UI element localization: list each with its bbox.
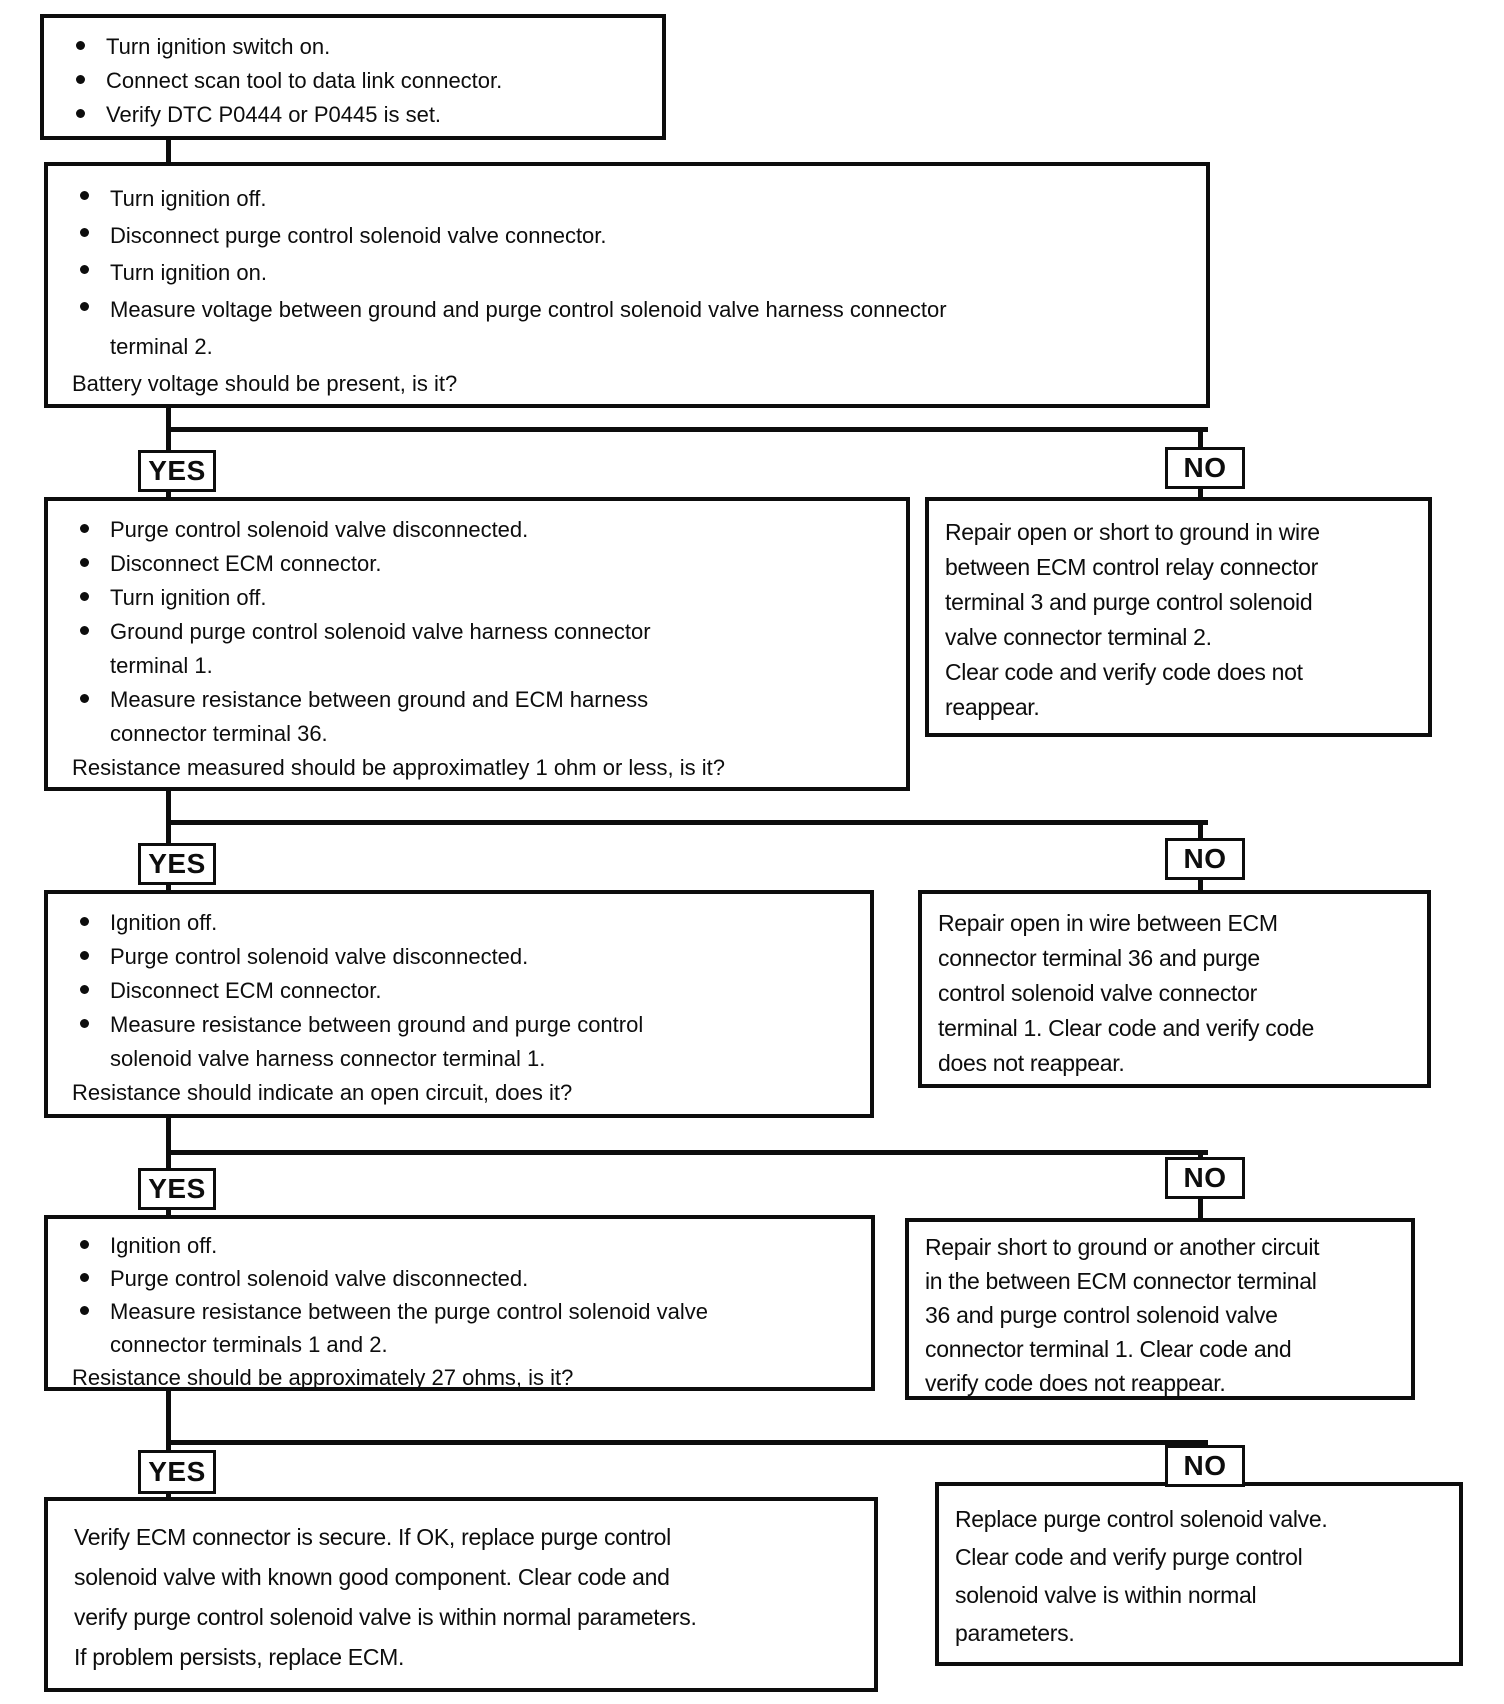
question-text: Resistance should be approximately 27 oh…	[72, 1365, 574, 1390]
step-2-battery-voltage-check: Turn ignition off. Disconnect purge cont…	[44, 162, 1210, 408]
bullet-item: Verify DTC P0444 or P0445 is set.	[64, 98, 646, 132]
bullet-item: Measure resistance between ground and pu…	[68, 1008, 854, 1076]
bullet-list: Ignition off. Purge control solenoid val…	[68, 906, 854, 1076]
connector-line	[166, 1440, 1208, 1445]
no-label-text: NO	[1183, 452, 1227, 483]
result-no-3-repair-short: Repair short to ground or another circui…	[905, 1218, 1415, 1400]
yes-label-4: YES	[138, 1450, 216, 1494]
yes-label-text: YES	[148, 848, 206, 879]
result-text: Verify ECM connector is secure. If OK, r…	[74, 1524, 697, 1670]
connector-line	[1198, 1150, 1203, 1159]
no-label-1: NO	[1165, 447, 1245, 489]
bullet-item: Measure resistance between the purge con…	[68, 1295, 855, 1361]
bullet-item: Turn ignition on.	[68, 254, 1190, 291]
result-text: Repair open in wire between ECM connecto…	[938, 910, 1314, 1076]
bullet-list: Turn ignition off. Disconnect purge cont…	[68, 180, 1190, 365]
question-text: Battery voltage should be present, is it…	[72, 371, 458, 396]
step-4-open-circuit-check: Ignition off. Purge control solenoid val…	[44, 890, 874, 1118]
bullet-list: Ignition off. Purge control solenoid val…	[68, 1229, 855, 1361]
result-no-2-repair-open-wire: Repair open in wire between ECM connecto…	[918, 890, 1431, 1088]
bullet-item: Connect scan tool to data link connector…	[64, 64, 646, 98]
no-label-4: NO	[1165, 1445, 1245, 1487]
connector-line	[166, 1390, 171, 1452]
connector-line	[166, 490, 171, 500]
connector-line	[1198, 1440, 1203, 1447]
bullet-item: Ignition off.	[68, 906, 854, 940]
result-text: Repair short to ground or another circui…	[925, 1234, 1320, 1396]
bullet-item: Measure voltage between ground and purge…	[68, 291, 1190, 365]
connector-line	[166, 791, 171, 845]
yes-label-text: YES	[148, 1456, 206, 1487]
bullet-item: Disconnect ECM connector.	[68, 974, 854, 1008]
connector-line	[166, 1118, 171, 1170]
connector-line	[166, 820, 1208, 825]
bullet-item: Disconnect ECM connector.	[68, 547, 890, 581]
bullet-item: Turn ignition off.	[68, 581, 890, 615]
yes-label-1: YES	[138, 450, 216, 492]
bullet-item: Ground purge control solenoid valve harn…	[68, 615, 890, 683]
no-label-text: NO	[1183, 843, 1227, 874]
question-text: Resistance should indicate an open circu…	[72, 1080, 573, 1105]
no-label-text: NO	[1183, 1450, 1227, 1481]
bullet-item: Disconnect purge control solenoid valve …	[68, 217, 1190, 254]
bullet-list: Purge control solenoid valve disconnecte…	[68, 513, 890, 751]
connector-line	[1198, 427, 1203, 449]
bullet-item: Purge control solenoid valve disconnecte…	[68, 940, 854, 974]
yes-label-2: YES	[138, 843, 216, 885]
bullet-item: Turn ignition off.	[68, 180, 1190, 217]
no-label-text: NO	[1183, 1162, 1227, 1193]
connector-line	[1198, 487, 1203, 499]
yes-label-3: YES	[138, 1168, 216, 1210]
connector-line	[166, 1492, 171, 1499]
result-final-no-replace-valve: Replace purge control solenoid valve. Cl…	[935, 1482, 1463, 1666]
step-1-verify-dtc: Turn ignition switch on. Connect scan to…	[40, 14, 666, 140]
connector-line	[1198, 820, 1203, 840]
connector-line	[166, 883, 171, 892]
step-5-solenoid-resistance-check: Ignition off. Purge control solenoid val…	[44, 1215, 875, 1391]
connector-line	[166, 1150, 1208, 1155]
bullet-item: Purge control solenoid valve disconnecte…	[68, 513, 890, 547]
bullet-item: Ignition off.	[68, 1229, 855, 1262]
result-text: Replace purge control solenoid valve. Cl…	[955, 1506, 1328, 1646]
bullet-item: Turn ignition switch on.	[64, 30, 646, 64]
no-label-3: NO	[1165, 1157, 1245, 1199]
bullet-list: Turn ignition switch on. Connect scan to…	[64, 30, 646, 132]
result-final-yes-replace-valve-or-ecm: Verify ECM connector is secure. If OK, r…	[44, 1497, 878, 1692]
connector-line	[1198, 1197, 1203, 1220]
bullet-item: Measure resistance between ground and EC…	[68, 683, 890, 751]
yes-label-text: YES	[148, 1173, 206, 1204]
connector-line	[166, 140, 171, 166]
connector-line	[1198, 878, 1203, 892]
bullet-item: Purge control solenoid valve disconnecte…	[68, 1262, 855, 1295]
result-text: Repair open or short to ground in wire b…	[945, 519, 1320, 720]
result-no-1-repair-relay-wire: Repair open or short to ground in wire b…	[925, 497, 1432, 737]
connector-line	[166, 1208, 171, 1217]
question-text: Resistance measured should be approximat…	[72, 755, 725, 780]
step-3-ecm-ground-resistance-check: Purge control solenoid valve disconnecte…	[44, 497, 910, 791]
connector-line	[166, 427, 1208, 432]
yes-label-text: YES	[148, 455, 206, 486]
no-label-2: NO	[1165, 838, 1245, 880]
